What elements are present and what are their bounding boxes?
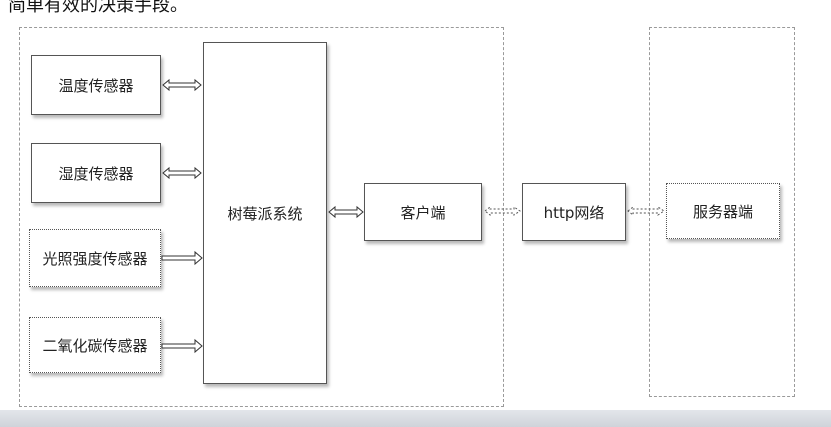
temp-to-pi-arrow bbox=[162, 78, 202, 92]
humidity-sensor-node: 湿度传感器 bbox=[31, 143, 161, 203]
co2-to-pi-arrow bbox=[161, 338, 203, 354]
client-side-frame bbox=[19, 27, 504, 407]
raspberry-pi-node: 树莓派系统 bbox=[203, 42, 327, 384]
server-side-frame bbox=[649, 27, 795, 397]
client-to-http-arrow bbox=[484, 205, 521, 217]
intro-text: 简单有效的决策手段。 bbox=[8, 0, 188, 16]
http-network-node: http网络 bbox=[522, 183, 626, 241]
client-node: 客户端 bbox=[364, 183, 482, 241]
bottom-toolbar-strip bbox=[0, 410, 831, 427]
humidity-to-pi-arrow bbox=[162, 166, 202, 180]
temp-sensor-node: 温度传感器 bbox=[31, 55, 161, 115]
server-node: 服务器端 bbox=[666, 183, 780, 239]
light-sensor-node: 光照强度传感器 bbox=[29, 229, 161, 287]
light-to-pi-arrow bbox=[161, 250, 203, 266]
co2-sensor-node: 二氧化碳传感器 bbox=[29, 317, 161, 373]
pi-to-client-arrow bbox=[328, 205, 364, 219]
http-to-server-arrow bbox=[627, 205, 665, 217]
